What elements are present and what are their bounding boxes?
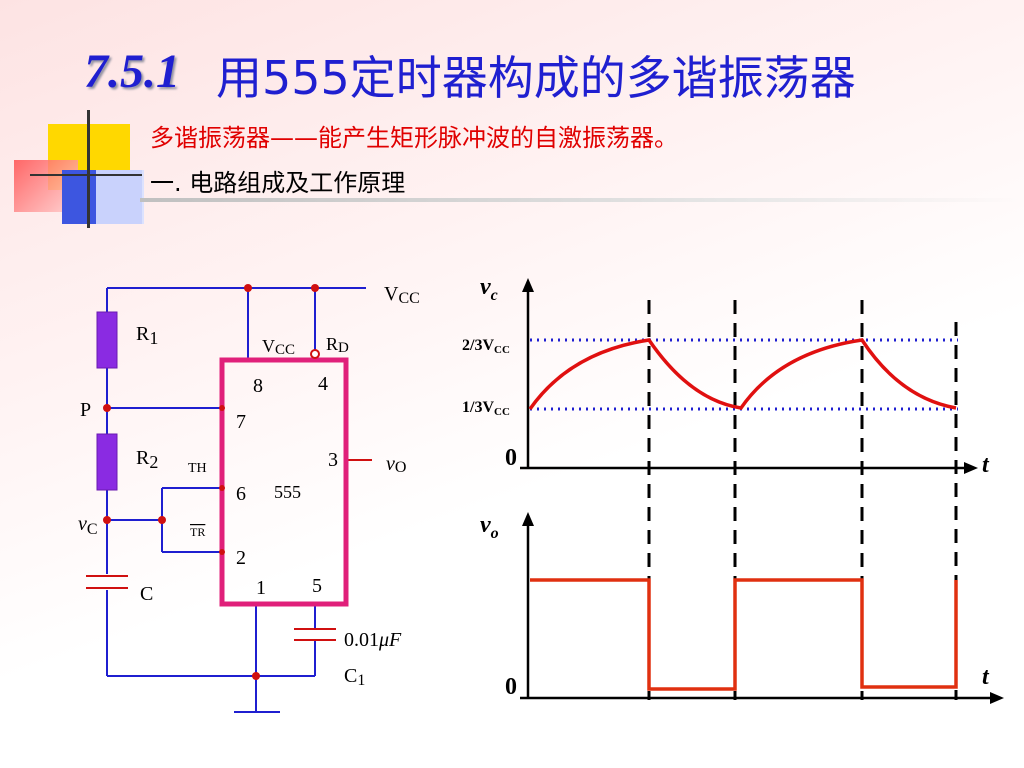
t-top-label: t <box>982 452 990 478</box>
chip-555 <box>219 357 349 607</box>
pin-5: 5 <box>312 575 322 597</box>
node-vc <box>103 516 111 524</box>
node-vcc-pin8 <box>244 284 252 292</box>
deco-horizontal-line <box>30 174 142 176</box>
waveform-labels: vc 2/3VCC 1/3VCC 0 t vo 0 t <box>462 274 990 700</box>
chip-label: 555 <box>274 482 301 502</box>
deco-light-square <box>96 170 144 224</box>
label-c1-value: 0.01μF <box>344 629 402 651</box>
section-heading: 一. 电路组成及工作原理 <box>150 169 406 197</box>
pin-2: 2 <box>236 547 246 569</box>
label-rd: RD <box>326 334 349 356</box>
node-pin7 <box>219 405 225 411</box>
pin-1: 1 <box>256 577 266 599</box>
deco-vertical-line <box>87 110 90 228</box>
t-bottom-label: t <box>982 664 990 690</box>
title-number: 7.5.1 <box>84 45 180 98</box>
capacitor-c1 <box>294 628 336 641</box>
subtitle: 多谐振荡器——能产生矩形脉冲波的自激振荡器。 <box>150 124 678 152</box>
page-title: 用555定时器构成的多谐振荡器 <box>216 51 856 105</box>
vo-axis-label: vo <box>480 512 499 542</box>
vo-waveform <box>530 578 958 691</box>
transition-lines <box>647 300 958 700</box>
capacitor-c <box>86 575 128 589</box>
resistor-r1 <box>96 311 118 369</box>
vc-y-arrow <box>522 278 534 292</box>
circuit <box>106 287 372 713</box>
pin-6: 6 <box>236 483 246 505</box>
node-vcc-pin4 <box>311 284 319 292</box>
vo-x-arrow <box>990 692 1004 704</box>
label-tr: TR <box>190 525 205 539</box>
label-th: TH <box>188 461 207 476</box>
divider <box>140 198 1020 202</box>
level-high-label: 2/3VCC <box>462 337 510 356</box>
vc-waveform <box>528 338 957 411</box>
reset-bubble <box>310 349 320 359</box>
label-vc: vC <box>78 513 98 538</box>
node-th-tr <box>158 516 166 524</box>
waveform-axes <box>520 278 1004 704</box>
zero-top-label: 0 <box>505 445 517 471</box>
resistor-r2 <box>96 433 118 491</box>
label-c: C <box>140 583 153 605</box>
threshold-lines <box>530 338 958 411</box>
pin-8: 8 <box>253 375 263 397</box>
circuit-labels: VCC R1 P R2 TH TR vC C VCC RD 8 4 7 3 6 … <box>78 283 420 689</box>
node-pin2 <box>219 549 225 555</box>
label-r1: R1 <box>136 323 158 348</box>
level-low-label: 1/3VCC <box>462 399 510 418</box>
vc-axis-label: vc <box>480 274 498 304</box>
label-r2: R2 <box>136 447 158 472</box>
label-c1: C1 <box>344 665 365 689</box>
nodes <box>103 284 319 680</box>
label-vcc-pin: VCC <box>262 336 295 358</box>
label-vo: vO <box>386 453 406 476</box>
pin-3: 3 <box>328 449 338 471</box>
node-ground <box>252 672 260 680</box>
vc-x-arrow <box>964 462 978 474</box>
vo-y-arrow <box>522 512 534 526</box>
zero-bottom-label: 0 <box>505 674 517 700</box>
label-p: P <box>80 399 91 421</box>
pin-4: 4 <box>318 373 328 395</box>
node-pin6 <box>219 485 225 491</box>
pin-7: 7 <box>236 411 246 433</box>
label-vcc-top: VCC <box>384 283 420 307</box>
node-p <box>103 404 111 412</box>
